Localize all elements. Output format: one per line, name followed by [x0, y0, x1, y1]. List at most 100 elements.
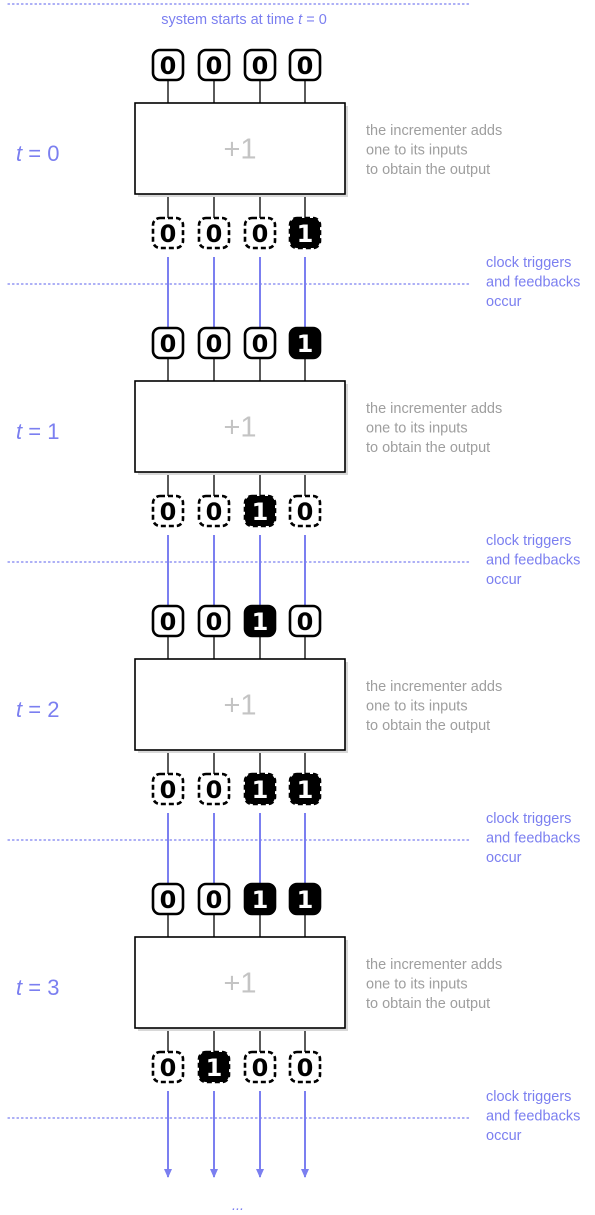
output-bit-2-0: 0 [160, 776, 177, 804]
start-caption-var: t [298, 12, 303, 28]
input-bit-2-2-cell [243, 604, 277, 638]
input-bit-0-2: 0 [252, 52, 269, 80]
input-bit-1-2: 0 [252, 330, 269, 358]
input-bit-0-1: 0 [206, 52, 223, 80]
time-var-3: t [16, 975, 23, 1000]
time-var-0: t [16, 141, 23, 166]
incrementer-box-2 [134, 658, 346, 751]
incrementer-note-1-1: one to its inputs [366, 421, 468, 437]
input-bit-2-1: 0 [206, 608, 223, 636]
time-label-3: t = 3 [16, 975, 59, 1000]
input-bit-1-3-cell [288, 326, 322, 360]
output-bit-3-2-cell [243, 1050, 277, 1084]
incrementer-note-3-1: one to its inputs [366, 977, 468, 993]
output-bit-1-2: 1 [252, 498, 269, 526]
output-bit-1-0: 0 [160, 498, 177, 526]
clock-note-1-1: and feedbacks [486, 553, 580, 569]
clock-note-1-0: clock triggers [486, 533, 571, 549]
input-bit-3-1: 0 [206, 886, 223, 914]
start-caption-prefix: system starts at time [161, 12, 298, 28]
incrementer-note-1-2: to obtain the output [366, 440, 490, 456]
incrementer-box-0 [134, 102, 346, 195]
incrementer-note-0-2: to obtain the output [366, 162, 490, 178]
input-bit-3-0: 0 [160, 886, 177, 914]
incrementer-note-2-2: to obtain the output [366, 718, 490, 734]
time-value-1: = 1 [22, 419, 59, 444]
input-bit-3-0-cell [151, 882, 185, 916]
incrementer-note-0-1: one to its inputs [366, 143, 468, 159]
output-bit-3-3: 0 [297, 1054, 314, 1082]
output-bit-1-3-cell [288, 494, 322, 528]
input-bit-2-0-cell [151, 604, 185, 638]
output-bit-0-2-cell [243, 216, 277, 250]
output-bit-2-2: 1 [252, 776, 269, 804]
output-bit-2-3-cell [288, 772, 322, 806]
input-bit-1-1: 0 [206, 330, 223, 358]
output-bit-0-2: 0 [252, 220, 269, 248]
output-bit-3-0-cell [151, 1050, 185, 1084]
time-value-2: = 2 [22, 697, 59, 722]
clock-note-2-1: and feedbacks [486, 831, 580, 847]
output-bit-3-3-cell [288, 1050, 322, 1084]
start-caption-suffix: = 0 [302, 12, 327, 28]
input-bit-2-3: 0 [297, 608, 314, 636]
input-bit-2-1-cell [197, 604, 231, 638]
input-bit-1-0: 0 [160, 330, 177, 358]
output-bit-3-1-cell [197, 1050, 231, 1084]
input-bit-3-3: 1 [297, 886, 314, 914]
input-bit-1-1-cell [197, 326, 231, 360]
time-label-0: t = 0 [16, 141, 59, 166]
clock-note-0-1: and feedbacks [486, 275, 580, 291]
output-bit-0-3: 1 [297, 220, 314, 248]
input-bit-2-0: 0 [160, 608, 177, 636]
output-bit-1-3: 0 [297, 498, 314, 526]
output-bit-0-1-cell [197, 216, 231, 250]
input-bit-0-0: 0 [160, 52, 177, 80]
clock-note-3-1: and feedbacks [486, 1109, 580, 1125]
output-bit-1-1: 0 [206, 498, 223, 526]
output-bit-2-1: 0 [206, 776, 223, 804]
clock-note-3-2: occur [486, 1128, 522, 1144]
input-bit-0-3: 0 [297, 52, 314, 80]
time-var-2: t [16, 697, 23, 722]
input-bit-2-2: 1 [252, 608, 269, 636]
output-bit-1-0-cell [151, 494, 185, 528]
output-bit-2-0-cell [151, 772, 185, 806]
incrementer-label-3: +1 [223, 968, 256, 1000]
time-value-0: = 0 [22, 141, 59, 166]
clock-note-0-2: occur [486, 294, 522, 310]
start-caption: system starts at time t = 0 [161, 12, 327, 28]
incrementer-label-1: +1 [223, 412, 256, 444]
clock-note-3-0: clock triggers [486, 1089, 571, 1105]
input-bit-3-1-cell [197, 882, 231, 916]
output-bit-0-0: 0 [160, 220, 177, 248]
input-bit-1-2-cell [243, 326, 277, 360]
input-bit-1-0-cell [151, 326, 185, 360]
clock-note-0-0: clock triggers [486, 255, 571, 271]
incrementer-note-3-2: to obtain the output [366, 996, 490, 1012]
clock-note-1-2: occur [486, 572, 522, 588]
incrementer-label-0: +1 [223, 134, 256, 166]
output-bit-1-1-cell [197, 494, 231, 528]
incrementer-note-2-1: one to its inputs [366, 699, 468, 715]
input-bit-1-3: 1 [297, 330, 314, 358]
clock-note-2-0: clock triggers [486, 811, 571, 827]
output-bit-0-0-cell [151, 216, 185, 250]
input-bit-3-2-cell [243, 882, 277, 916]
incrementer-note-2-0: the incrementer adds [366, 679, 502, 695]
output-bit-2-2-cell [243, 772, 277, 806]
incrementer-note-3-0: the incrementer adds [366, 957, 502, 973]
input-bit-2-3-cell [288, 604, 322, 638]
output-bit-3-1: 1 [206, 1054, 223, 1082]
incrementer-note-0-0: the incrementer adds [366, 123, 502, 139]
output-bit-3-2: 0 [252, 1054, 269, 1082]
input-bit-0-1-cell [197, 48, 231, 82]
output-bit-2-1-cell [197, 772, 231, 806]
incrementer-note-1-0: the incrementer adds [366, 401, 502, 417]
incrementer-box-1 [134, 380, 346, 473]
incrementer-box-3 [134, 936, 346, 1029]
time-label-1: t = 1 [16, 419, 59, 444]
clock-note-2-2: occur [486, 850, 522, 866]
